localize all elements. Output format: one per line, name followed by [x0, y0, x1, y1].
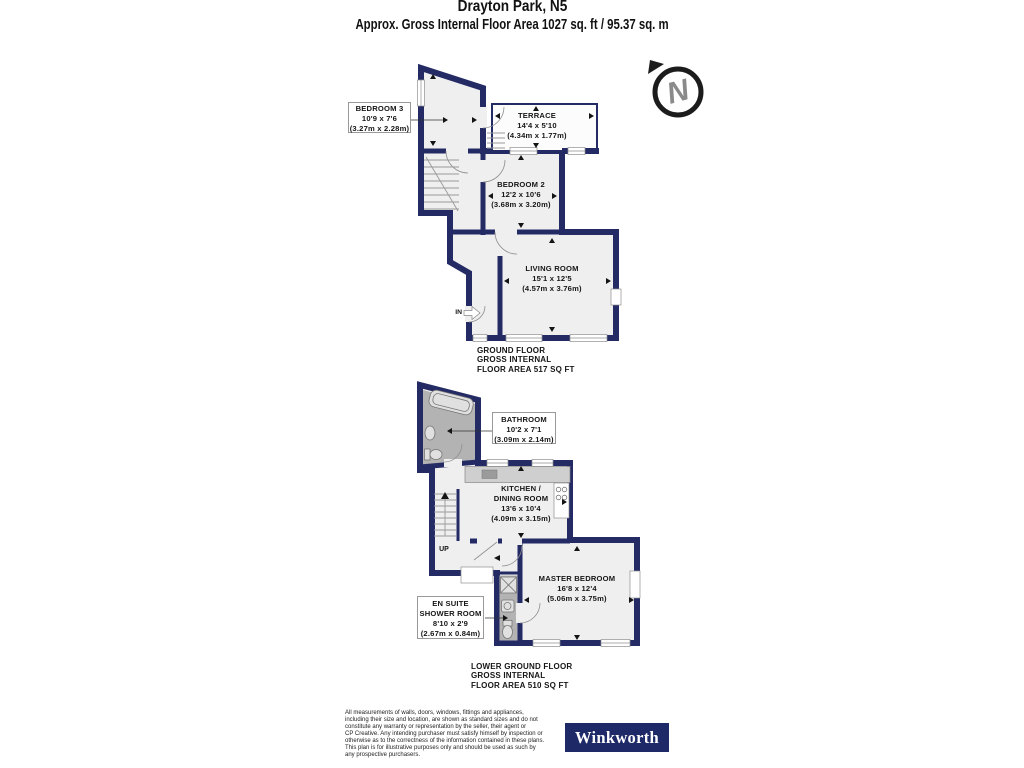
page-title: Drayton Park, N5 — [457, 0, 567, 15]
room-name: MASTER BEDROOM — [538, 574, 616, 583]
compass-needle — [648, 60, 664, 74]
winkworth-logo: Winkworth — [565, 723, 669, 752]
room-dims-ft: 13'6 x 10'4 — [501, 504, 541, 513]
room-dims-ft: 10'2 x 7'1 — [506, 424, 542, 434]
page-subtitle: Approx. Gross Internal Floor Area 1027 s… — [355, 16, 669, 33]
room-name: SHOWER ROOM — [419, 608, 482, 618]
ground-windows — [417, 79, 622, 342]
en-suite-leader-arrow — [503, 615, 508, 621]
room-dims-m: (5.06m x 3.75m) — [547, 594, 607, 603]
room-dims-ft: 15'1 x 12'5 — [532, 274, 572, 283]
room-dims-ft: 10'9 x 7'6 — [361, 114, 398, 123]
lower-ground-floor-caption: LOWER GROUND FLOOR GROSS INTERNAL FLOOR … — [471, 662, 573, 690]
room-name: TERRACE — [517, 111, 557, 120]
bathtub-icon — [428, 389, 474, 416]
room-dims-m: (3.09m x 2.14m) — [494, 434, 554, 444]
disclaimer-line: constitute any warranty or representatio… — [345, 724, 527, 730]
bathroom-toilet-icon — [424, 448, 443, 461]
bathroom-label: BATHROOM 10'2 x 7'1 (3.09m x 2.14m) — [492, 412, 556, 444]
ground-floor-plan — [410, 63, 622, 342]
room-dims-m: (4.34m x 1.77m) — [507, 131, 567, 140]
master-bedroom-label: MASTER BEDROOM 16'8 x 12'4 (5.06m x 3.75… — [534, 574, 620, 604]
room-dims-m: (2.67m x 0.84m) — [420, 628, 481, 638]
disclaimer-line: otherwise as to the correctness of the i… — [345, 738, 545, 744]
room-name: EN SUITE — [432, 598, 469, 608]
kitchen-counter — [464, 466, 571, 483]
ground-measure-arrows — [430, 74, 611, 332]
entrance-label: IN — [455, 309, 462, 316]
bedroom3-leader-arrow — [443, 117, 448, 123]
room-dims-ft: 12'2 x 10'6 — [501, 190, 541, 199]
en-suite-label: EN SUITE SHOWER ROOM 8'10 x 2'9 (2.67m x… — [417, 596, 484, 639]
room-dims-ft: 16'8 x 12'4 — [557, 584, 597, 593]
room-name: BEDROOM 3 — [355, 104, 404, 113]
room-name: KITCHEN / — [501, 484, 541, 493]
lower-ground-floor-plan — [417, 381, 641, 647]
stairs-up-label: UP — [439, 546, 449, 553]
bedroom2-label: BEDROOM 2 12'2 x 10'6 (3.68m x 3.20m) — [479, 180, 563, 210]
room-dims-m: (4.57m x 3.76m) — [522, 284, 582, 293]
bathroom-sink-icon — [424, 425, 436, 441]
lower-measure-arrows — [494, 466, 634, 640]
disclaimer-line: any prospective purchasers. — [345, 752, 421, 758]
en-suite-sink-icon — [501, 599, 515, 613]
terrace-label: TERRACE 14'4 x 5'10 (4.34m x 1.77m) — [495, 111, 579, 141]
disclaimer-text: All measurements of walls, doors, window… — [345, 710, 575, 759]
compass-icon: N — [648, 60, 704, 118]
shower-icon — [500, 576, 517, 594]
bedroom3-label: BEDROOM 3 10'9 x 7'6 (3.27m x 2.28m) — [348, 102, 411, 133]
en-suite-toilet-icon — [502, 620, 513, 639]
disclaimer-line: All measurements of walls, doors, window… — [345, 710, 524, 716]
disclaimer-line: including their size and location, are s… — [345, 717, 538, 723]
compass-ring — [652, 66, 704, 118]
ground-floor-caption: GROUND FLOOR GROSS INTERNAL FLOOR AREA 5… — [477, 346, 575, 374]
lower-doors — [443, 443, 541, 624]
ground-floor-stairs — [424, 156, 459, 212]
room-dims-m: (3.27m x 2.28m) — [349, 124, 410, 133]
room-name: BATHROOM — [501, 414, 547, 424]
hob-icon — [553, 482, 570, 519]
room-dims-ft: 14'4 x 5'10 — [517, 121, 557, 130]
disclaimer-line: CP Creative. Any intending purchaser mus… — [345, 731, 543, 737]
bathroom-leader-arrow — [447, 428, 452, 434]
room-dims-m: (3.68m x 3.20m) — [491, 200, 551, 209]
living-room-label: LIVING ROOM 15'1 x 12'5 (4.57m x 3.76m) — [510, 264, 594, 294]
disclaimer-line: This plan is for illustrative purposes o… — [345, 745, 536, 751]
lower-floor-stairs — [434, 492, 456, 537]
kitchen-dining-label: KITCHEN / DINING ROOM 13'6 x 10'4 (4.09m… — [479, 484, 563, 524]
room-dims-m: (4.09m x 3.15m) — [491, 514, 551, 523]
room-name: LIVING ROOM — [525, 264, 579, 273]
terrace-outline — [491, 103, 598, 152]
room-name: BEDROOM 2 — [497, 180, 545, 189]
room-dims-ft: 8'10 x 2'9 — [432, 618, 469, 628]
entrance-arrow-icon — [463, 305, 481, 321]
room-name: DINING ROOM — [493, 494, 549, 503]
